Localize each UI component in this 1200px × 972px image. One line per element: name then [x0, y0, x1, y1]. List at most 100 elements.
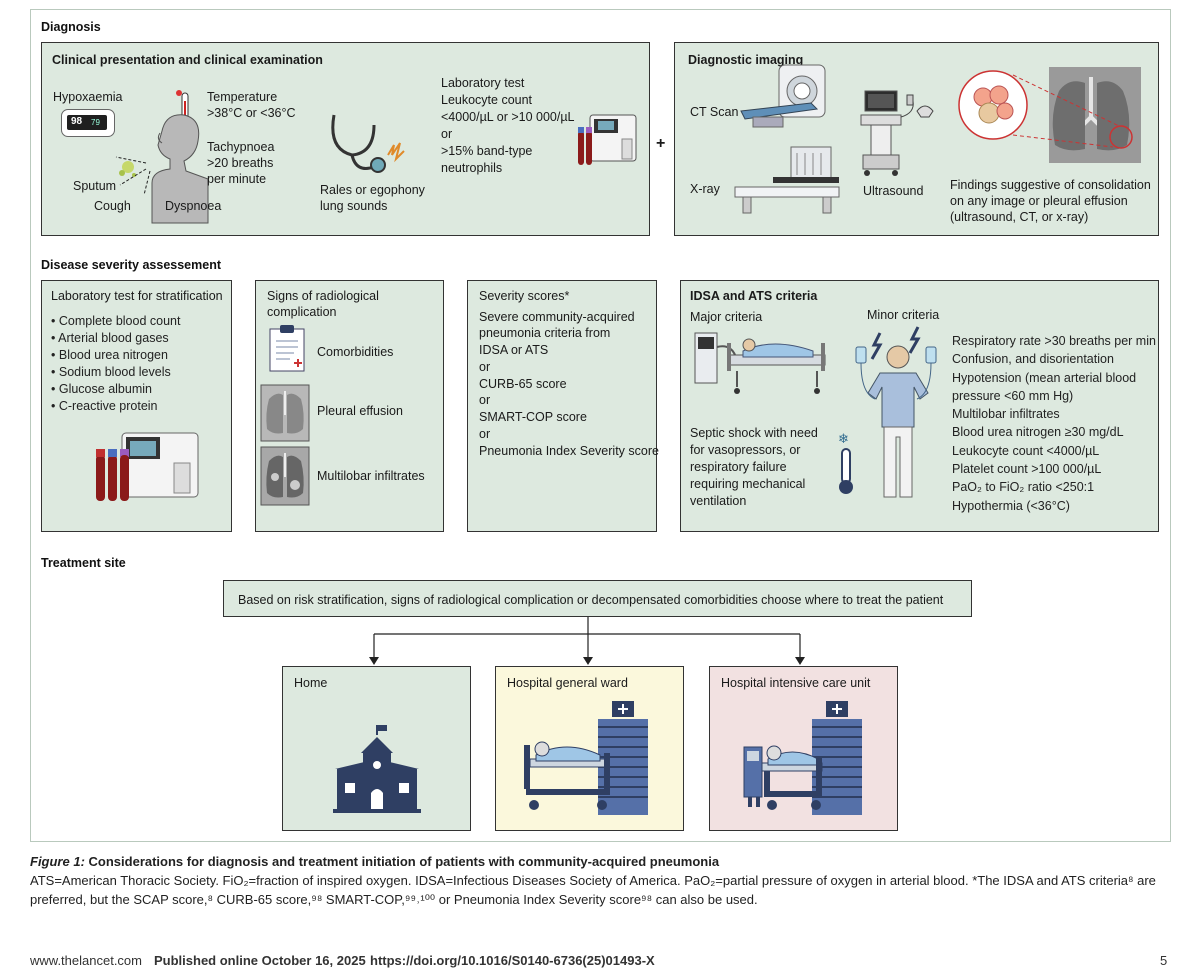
major-text-5: ventilation — [690, 494, 747, 508]
major-text-3: respiratory failure — [690, 460, 787, 474]
score-line: Pneumonia Index Severity score — [479, 444, 659, 458]
caption-title: Figure 1: Considerations for diagnosis a… — [30, 854, 720, 869]
section-diagnosis: Diagnosis — [41, 20, 101, 34]
score-line: Severe community-acquired — [479, 310, 635, 324]
sputum-label: Sputum — [73, 179, 117, 193]
footer-site[interactable]: www.thelancet.com — [30, 953, 142, 968]
score-line: SMART-COP score — [479, 410, 587, 424]
footer-page-number: 5 — [1160, 953, 1168, 968]
findings-line-1: Findings suggestive of consolidation — [950, 178, 1151, 192]
score-line: pneumonia criteria from — [479, 326, 611, 340]
severity-scores-panel: Severity scores* Severe community-acquir… — [467, 280, 659, 532]
home-panel: Home — [282, 666, 471, 831]
list-item: C-reactive protein — [51, 398, 180, 415]
major-text-4: requiring mechanical — [690, 477, 806, 491]
list-item: Hypothermia (<36°C) — [952, 498, 1070, 513]
icu-label: Hospital intensive care unit — [721, 676, 871, 690]
radiological-title-1: Signs of radiological — [267, 289, 379, 303]
temperature-label: Temperature — [207, 90, 278, 104]
medical-record-icon — [269, 325, 305, 372]
plus-sign: + — [656, 135, 666, 152]
temperature-value: >38°C or <36°C — [207, 106, 296, 120]
xray-label: X-ray — [690, 182, 720, 196]
tachypnoea-label: Tachypnoea — [207, 140, 275, 154]
radiological-panel: Signs of radiological complication Comor… — [255, 280, 444, 532]
home-building-icon — [333, 725, 421, 813]
band-neutrophils: >15% band-type — [441, 144, 533, 158]
score-line: or — [479, 427, 491, 441]
multilobar-xray-icon — [260, 446, 310, 506]
patient-iv-figure-icon: ❄ — [838, 326, 937, 498]
ultrasound-label: Ultrasound — [863, 184, 924, 198]
list-item: Respiratory rate >30 breaths per min — [952, 334, 1156, 348]
cough-droplets-icon — [115, 156, 151, 196]
band-neutrophils-sub: neutrophils — [441, 161, 503, 175]
list-item: Platelet count >100 000/µL — [952, 462, 1102, 477]
lab-strat-panel: Laboratory test for stratification Compl… — [41, 280, 232, 532]
section-treatment: Treatment site — [41, 556, 126, 570]
multilobar-label: Multilobar infiltrates — [317, 469, 425, 483]
footer-published: Published online October 16, 2025 — [154, 953, 366, 968]
patient-coughing-icon — [151, 114, 209, 224]
score-line: or — [479, 360, 491, 374]
list-item: pressure <60 mm Hg) — [952, 388, 1074, 403]
dyspnoea-label: Dyspnoea — [165, 199, 222, 213]
icu-ventilator-bed-icon — [743, 701, 862, 815]
rales-sub: lung sounds — [320, 199, 388, 213]
clinical-title: Clinical presentation and clinical exami… — [52, 53, 323, 67]
comorbidities-label: Comorbidities — [317, 345, 394, 359]
score-line: or — [479, 393, 491, 407]
cough-label: Cough — [94, 199, 131, 213]
findings-line-2: on any image or pleural effusion — [950, 194, 1128, 208]
caption-title-text: Considerations for diagnosis and treatme… — [88, 854, 720, 869]
minor-criteria-label: Minor criteria — [867, 308, 940, 322]
findings-line-3: (ultrasound, CT, or x-ray) — [950, 210, 1089, 224]
list-item: Glucose albumin — [51, 381, 180, 398]
list-item: Blood urea nitrogen — [51, 347, 180, 364]
lab-strat-list: Complete blood count Arterial blood gase… — [51, 313, 180, 415]
home-label: Home — [294, 676, 328, 690]
list-item: Complete blood count — [51, 313, 181, 330]
stethoscope-icon — [331, 114, 405, 173]
oximeter-spo2: 98 — [71, 116, 83, 127]
ward-hospital-bed-icon — [524, 701, 648, 815]
icu-bed-ventilator-icon — [694, 332, 826, 394]
idsa-title: IDSA and ATS criteria — [690, 289, 818, 303]
treatment-connectors — [369, 617, 805, 665]
lab-strat-title: Laboratory test for stratification — [51, 289, 223, 303]
tachypnoea-unit: per minute — [207, 172, 267, 186]
imaging-title: Diagnostic imaging — [688, 53, 804, 67]
idsa-panel: IDSA and ATS criteria Major criteria Min… — [680, 280, 1159, 532]
major-text-1: Septic shock with need — [690, 426, 818, 440]
lab-label: Laboratory test — [441, 76, 525, 90]
major-criteria-label: Major criteria — [690, 310, 763, 324]
xray-machine-icon — [734, 146, 840, 214]
list-item: Arterial blood gases — [51, 330, 180, 347]
ward-panel: Hospital general ward — [495, 666, 684, 831]
caption-body: ATS=American Thoracic Society. FiO₂=frac… — [30, 873, 1156, 907]
lung-consolidation-icon — [958, 67, 1141, 163]
hypoxaemia-label: Hypoxaemia — [53, 90, 123, 104]
lab-analyzer-icon — [578, 114, 637, 165]
score-line: IDSA or ATS — [479, 343, 549, 357]
imaging-panel: Diagnostic imaging CT Scan X-ray Ultraso… — [674, 42, 1159, 236]
list-item: Blood urea nitrogen ≥30 mg/dL — [952, 425, 1124, 440]
ultrasound-machine-icon — [860, 90, 934, 176]
list-item: Multilobar infiltrates — [952, 407, 1060, 422]
oximeter-pulse: 79 — [91, 118, 100, 127]
scores-title: Severity scores* — [479, 289, 570, 303]
svg-text:❄: ❄ — [838, 432, 849, 447]
pulse-oximeter-icon: 98 79 — [61, 109, 115, 137]
ct-label: CT Scan — [690, 105, 739, 119]
footer-doi[interactable]: https://doi.org/10.1016/S0140-6736(25)01… — [370, 953, 655, 968]
clinical-panel: Clinical presentation and clinical exami… — [41, 42, 650, 236]
leukocyte-range: <4000/µL or >10 000/µL — [441, 110, 575, 124]
list-item: Confusion, and disorientation — [952, 352, 1114, 367]
leukocyte-label: Leukocyte count — [441, 93, 533, 107]
blood-analyzer-icon — [96, 432, 199, 501]
section-severity: Disease severity assessement — [41, 258, 221, 272]
radiological-title-2: complication — [267, 305, 337, 319]
treatment-banner-text: Based on risk stratification, signs of r… — [238, 593, 944, 607]
ward-label: Hospital general ward — [507, 676, 628, 690]
list-item: PaO₂ to FiO₂ ratio <250:1 — [952, 480, 1095, 495]
